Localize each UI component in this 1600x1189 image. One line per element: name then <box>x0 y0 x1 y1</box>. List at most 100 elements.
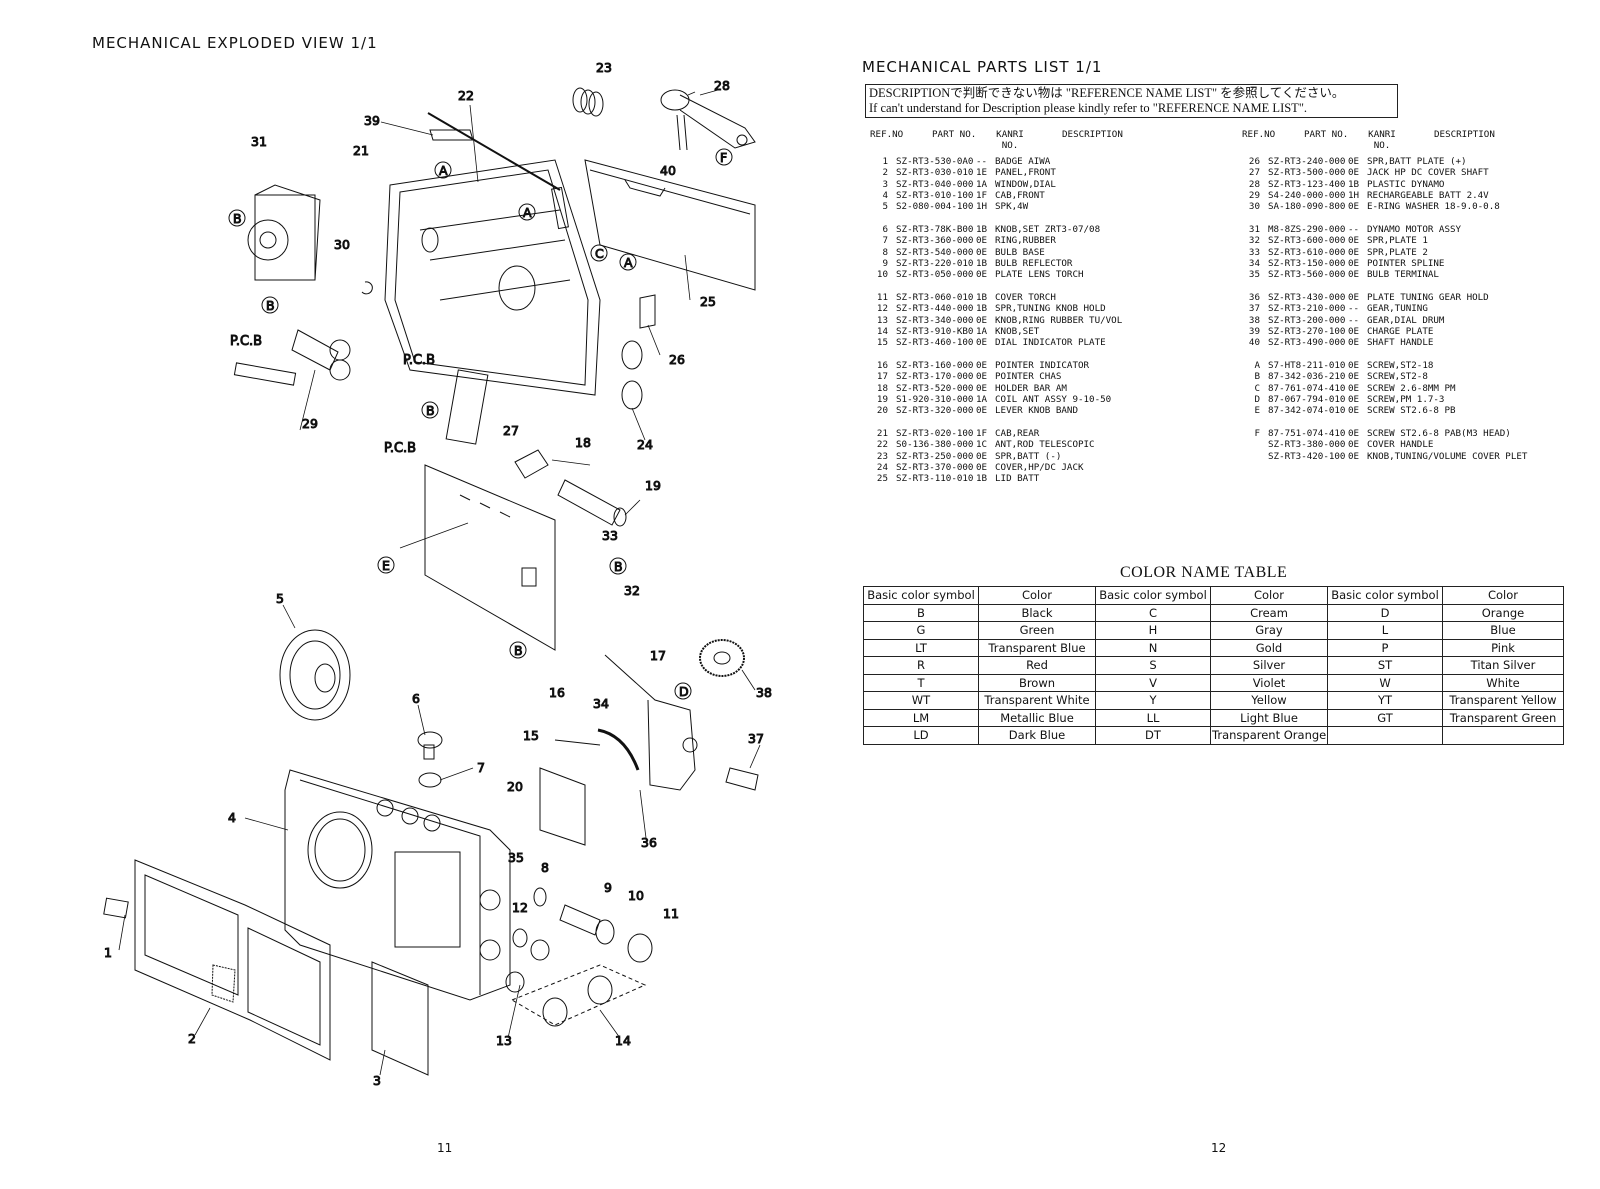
part-description: SCREW ST2.6-8 PB <box>1367 405 1456 417</box>
part-ref-no: 27 <box>1248 167 1260 179</box>
part-ref-no: F <box>1254 427 1260 439</box>
circle-letter-a: A <box>439 163 448 178</box>
part-description: DYNAMO MOTOR ASSY <box>1367 223 1462 235</box>
pcb-label: P.C.B <box>230 334 262 349</box>
part-ref-no: 3 <box>882 178 888 190</box>
circle-letter-b: B <box>233 211 242 226</box>
part-kanri-no: 1B <box>1348 178 1360 190</box>
part-number: 87-342-074-010 <box>1268 405 1346 417</box>
color-symbol-cell: LL <box>1095 708 1211 727</box>
circle-letter-c: C <box>595 246 604 261</box>
part-kanri-no: -- <box>1348 314 1360 326</box>
part-kanri-no: 0E <box>976 246 988 258</box>
part-description: WINDOW,DIAL <box>995 178 1056 190</box>
circle-letter-d: D <box>679 684 689 699</box>
part-number: SZ-RT3-460-100 <box>896 337 974 349</box>
callout-34: 34 <box>593 696 609 711</box>
callout-27: 27 <box>503 423 519 438</box>
part-number: SZ-RT3-110-010 <box>896 473 974 485</box>
color-symbol-cell: V <box>1095 673 1211 692</box>
color-symbol-cell: ST <box>1327 656 1443 675</box>
part-ref-no: B <box>1254 371 1260 383</box>
part-ref-no: 25 <box>876 473 888 485</box>
part-description: KNOB,SET ZRT3-07/08 <box>995 223 1101 235</box>
part-kanri-no: 0E <box>976 461 988 473</box>
col-header-refno: REF.NO <box>1242 129 1276 140</box>
part-kanri-no: 0E <box>1348 201 1360 213</box>
part-description: SCREW,ST2-8 <box>1367 371 1428 383</box>
color-symbol-cell: L <box>1327 621 1443 640</box>
color-symbol-cell: GT <box>1327 708 1443 727</box>
color-name-cell: White <box>1442 673 1564 692</box>
charge-plate-drawing <box>429 129 474 141</box>
part-description: COVER HANDLE <box>1367 439 1434 451</box>
tuning-gear-drawing <box>725 767 759 791</box>
e-ring-drawing <box>361 281 373 295</box>
part-description: RING,RUBBER <box>995 235 1056 247</box>
part-ref-no: E <box>1254 405 1260 417</box>
part-kanri-no: 1A <box>976 178 988 190</box>
callout-11: 11 <box>663 906 679 921</box>
part-kanri-no: 0E <box>1348 325 1360 337</box>
callout-39: 39 <box>364 113 380 128</box>
part-number: SZ-RT3-78K-B00 <box>896 223 974 235</box>
callout-19: 19 <box>645 478 661 493</box>
callout-5: 5 <box>276 591 284 606</box>
part-number: S7-HT8-211-010 <box>1268 359 1346 371</box>
reference-note-box: DESCRIPTIONで判断できない物は "REFERENCE NAME LIS… <box>865 84 1398 118</box>
part-description: BULB TERMINAL <box>1367 269 1439 281</box>
part-number: SZ-RT3-170-000 <box>896 371 974 383</box>
callout-4: 4 <box>228 810 236 825</box>
part-number: 87-761-074-410 <box>1268 382 1346 394</box>
main-pcb-drawing <box>424 464 556 651</box>
part-kanri-no: 1H <box>1348 189 1360 201</box>
part-number: M8-8ZS-290-000 <box>1268 223 1346 235</box>
part-description: LID BATT <box>995 473 1040 485</box>
part-description: E-RING WASHER 18-9.0-0.8 <box>1367 201 1500 213</box>
part-ref-no: 34 <box>1248 257 1260 269</box>
batt-spring-drawing <box>572 87 604 117</box>
part-description: GEAR,DIAL DRUM <box>1367 314 1445 326</box>
battery-drawing <box>233 329 351 386</box>
part-kanri-no: 0E <box>1348 337 1360 349</box>
part-number: SZ-RT3-150-000 <box>1268 257 1346 269</box>
part-kanri-no: 0E <box>1348 450 1360 462</box>
part-kanri-no: 0E <box>1348 405 1360 417</box>
part-kanri-no: 0E <box>976 314 988 326</box>
col-header-description: DESCRIPTION <box>1434 129 1495 140</box>
gear-chassis-drawing <box>604 654 698 791</box>
callout-20: 20 <box>507 779 523 794</box>
color-symbol-cell: WT <box>863 691 979 710</box>
part-number: SZ-RT3-430-000 <box>1268 291 1346 303</box>
part-description: POINTER SPLINE <box>1367 257 1445 269</box>
part-kanri-no: 1B <box>976 291 988 303</box>
color-symbol-cell: LM <box>863 708 979 727</box>
color-symbol-cell: B <box>863 603 979 622</box>
part-number: SZ-RT3-340-000 <box>896 314 974 326</box>
callout-9: 9 <box>604 880 612 895</box>
part-number: SZ-RT3-200-000 <box>1268 314 1346 326</box>
color-name-cell: Violet <box>1210 673 1328 692</box>
dynamo-motor-drawing <box>247 184 321 281</box>
exploded-view-title: MECHANICAL EXPLODED VIEW 1/1 <box>92 34 378 52</box>
part-kanri-no: 0E <box>1348 167 1360 179</box>
color-symbol-cell: Y <box>1095 691 1211 710</box>
knob-pair-drawing <box>510 964 647 1027</box>
color-name-cell: Gray <box>1210 621 1328 640</box>
part-kanri-no: 0E <box>1348 235 1360 247</box>
circle-letter-b: B <box>614 559 623 574</box>
part-ref-no: D <box>1254 393 1260 405</box>
